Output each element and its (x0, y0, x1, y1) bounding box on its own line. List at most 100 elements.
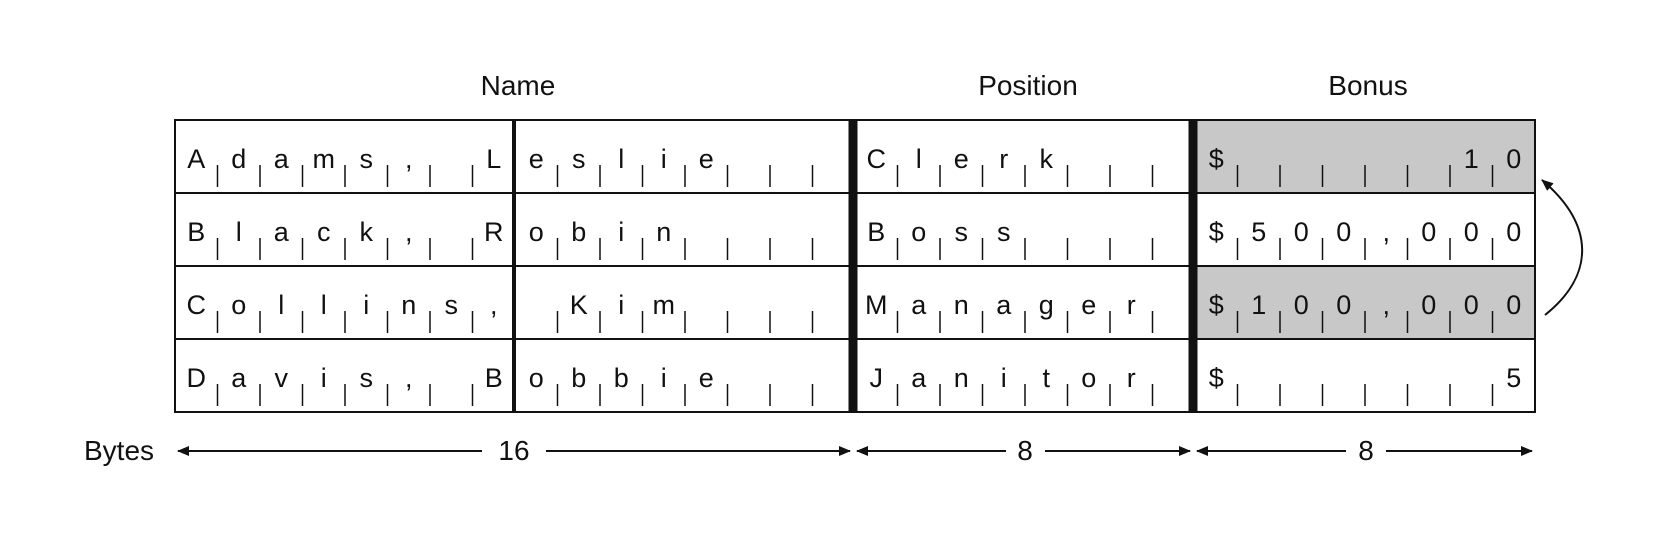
name-char: c (317, 217, 331, 247)
position-char: r (999, 144, 1008, 174)
name-char: D (187, 363, 207, 393)
name-char: i (363, 290, 369, 320)
position-char: s (997, 217, 1011, 247)
bonus-column-header: Bonus (1328, 70, 1407, 101)
bonus-width-label: 8 (1358, 435, 1374, 466)
name-char: B (187, 217, 205, 247)
bonus-char: 0 (1464, 217, 1479, 247)
name-char: K (570, 290, 588, 320)
position-char: l (916, 144, 922, 174)
name-char: , (405, 217, 413, 247)
name-char: b (571, 363, 586, 393)
name-char: B (485, 363, 503, 393)
name-char: o (529, 363, 544, 393)
name-char: k (360, 217, 374, 247)
name-char: a (231, 363, 247, 393)
position-width-label: 8 (1017, 435, 1033, 466)
bonus-char: 1 (1251, 290, 1266, 320)
name-char: i (661, 144, 667, 174)
bonus-char: 0 (1336, 217, 1351, 247)
name-char: o (231, 290, 246, 320)
name-char: s (445, 290, 459, 320)
name-column-header: Name (481, 70, 556, 101)
position-char: n (954, 290, 969, 320)
position-char: i (1001, 363, 1007, 393)
name-char: e (699, 144, 714, 174)
name-char: s (360, 144, 374, 174)
bonus-char: 5 (1251, 217, 1266, 247)
bonus-char: 0 (1506, 217, 1521, 247)
highlight-layer (1195, 120, 1535, 339)
name-char: l (618, 144, 624, 174)
name-char: i (321, 363, 327, 393)
bonus-char: 0 (1421, 290, 1436, 320)
position-column-header: Position (978, 70, 1078, 101)
name-char: n (401, 290, 416, 320)
bonus-char: $ (1209, 363, 1224, 393)
bonus-char: 0 (1421, 217, 1436, 247)
name-char: e (529, 144, 544, 174)
position-char: e (1081, 290, 1096, 320)
position-char: s (955, 217, 969, 247)
bonus-char: 0 (1506, 144, 1521, 174)
bonus-char: 0 (1506, 290, 1521, 320)
name-char: , (490, 290, 498, 320)
bonus-char: $ (1209, 217, 1224, 247)
position-char: a (996, 290, 1012, 320)
name-char: a (274, 144, 290, 174)
name-char: l (278, 290, 284, 320)
name-char: l (321, 290, 327, 320)
name-char: s (572, 144, 586, 174)
name-char: i (661, 363, 667, 393)
position-char: g (1039, 290, 1054, 320)
bonus-char: 0 (1464, 290, 1479, 320)
name-char: i (618, 217, 624, 247)
position-char: t (1042, 363, 1050, 393)
position-char: a (911, 290, 927, 320)
name-char: v (275, 363, 289, 393)
position-char: B (867, 217, 885, 247)
name-char: R (484, 217, 504, 247)
name-char: s (360, 363, 374, 393)
position-char: e (954, 144, 969, 174)
name-char: o (529, 217, 544, 247)
name-char: i (618, 290, 624, 320)
position-char: k (1040, 144, 1054, 174)
position-char: C (867, 144, 887, 174)
position-char: n (954, 363, 969, 393)
position-char: J (870, 363, 884, 393)
bonus-char: , (1382, 217, 1390, 247)
name-char: b (614, 363, 629, 393)
name-char: , (405, 144, 413, 174)
position-char: M (865, 290, 888, 320)
name-width-label: 16 (498, 435, 529, 466)
position-char: r (1127, 290, 1136, 320)
bonus-char: $ (1209, 144, 1224, 174)
position-char: o (1081, 363, 1096, 393)
name-char: L (486, 144, 501, 174)
position-char: a (911, 363, 927, 393)
bonus-char: 0 (1294, 217, 1309, 247)
name-char: m (313, 144, 336, 174)
name-char: e (699, 363, 714, 393)
name-char: d (231, 144, 246, 174)
name-char: n (656, 217, 671, 247)
bonus-char: , (1382, 290, 1390, 320)
pointer-arrow (1541, 179, 1584, 316)
bytes-label: Bytes (84, 435, 154, 466)
bonus-char: 1 (1464, 144, 1479, 174)
name-char: a (274, 217, 290, 247)
name-char: b (571, 217, 586, 247)
position-char: o (911, 217, 926, 247)
name-char: A (187, 144, 205, 174)
name-char: , (405, 363, 413, 393)
position-char: r (1127, 363, 1136, 393)
bonus-char: 0 (1294, 290, 1309, 320)
bonus-char: $ (1209, 290, 1224, 320)
